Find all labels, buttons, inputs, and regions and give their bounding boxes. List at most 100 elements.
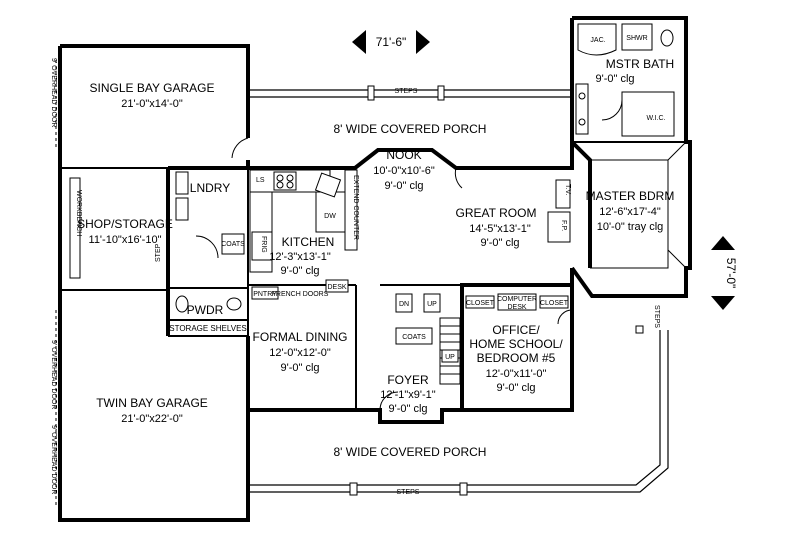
master-bedroom-name: MASTER BDRM	[586, 189, 675, 203]
width-dimension: 71'-6"	[352, 30, 430, 54]
jacuzzi	[577, 23, 617, 56]
fireplace	[547, 211, 571, 243]
rear-steps-label: STEPS	[395, 88, 418, 95]
depth-dimension: 57'-0"	[711, 236, 738, 310]
kitchen: LS FRIG DW EXTEND COUNTER KITCHEN 12'-3"…	[249, 169, 359, 300]
arrow-left-icon	[352, 30, 366, 54]
arrow-up-icon	[711, 236, 735, 250]
foyer: DN UP COATS UP FOYER 12'-1"x9'-1" 9'-0" …	[379, 293, 461, 415]
tv-label: T.V.	[564, 184, 571, 195]
shwr-label: SHWR	[626, 35, 647, 42]
coats-closet-foyer	[395, 327, 433, 345]
rear-porch: STEPS 8' WIDE COVERED PORCH	[247, 85, 570, 136]
arrow-right-icon	[416, 30, 430, 54]
closet-right-label: CLOSET	[540, 300, 569, 307]
coats-label-foyer: COATS	[402, 334, 426, 341]
closet-left	[465, 295, 495, 309]
formal-dining: FORMAL DINING 12'-0"x12'-0" 9'-0" clg	[253, 330, 348, 374]
laundry-name: LNDRY	[190, 181, 230, 195]
front-porch-label: 8' WIDE COVERED PORCH	[334, 445, 487, 459]
up-label-main: UP	[445, 354, 455, 361]
jac-label: JAC.	[590, 37, 605, 44]
closet-right	[539, 295, 569, 309]
stair-up-top	[423, 293, 441, 313]
great-room-name: GREAT ROOM	[456, 206, 537, 220]
coats-closet	[221, 233, 245, 255]
nook-name: NOOK	[386, 148, 421, 162]
wic-label: W.I.C.	[646, 115, 665, 122]
front-porch: STEPS 8' WIDE COVERED PORCH STEPS	[248, 305, 669, 496]
powder-name: PWDR	[187, 303, 224, 317]
pantry	[251, 286, 279, 300]
overhead-door-label-top: 9' OVERHEAD DOOR	[50, 58, 57, 127]
foyer-name: FOYER	[387, 373, 429, 387]
master-bedroom-size: 12'-6"x17'-4"	[599, 206, 661, 218]
rear-porch-label: 8' WIDE COVERED PORCH	[334, 122, 487, 136]
width-dimension-label: 71'-6"	[376, 35, 407, 49]
nook-ceiling: 9'-0" clg	[384, 180, 423, 192]
formal-dining-ceiling: 9'-0" clg	[280, 362, 319, 374]
step-label: STEP	[155, 243, 162, 262]
range	[273, 171, 297, 191]
side-steps-label: STEPS	[653, 305, 660, 328]
formal-dining-size: 12'-0"x12'-0"	[269, 347, 331, 359]
arrow-down-icon	[711, 296, 735, 310]
shop-name: SHOP/STORAGE	[77, 217, 173, 231]
overhead-door-label-low: 9' OVERHEAD DOOR	[50, 425, 57, 494]
dn-label: DN	[399, 301, 409, 308]
dw-label: DW	[324, 213, 336, 220]
depth-dimension-label: 57'-0"	[724, 258, 738, 289]
master-bath-name: MSTR BATH	[606, 57, 674, 71]
shop-size: 11'-10"x16'-10"	[89, 234, 162, 246]
single-garage-name: SINGLE BAY GARAGE	[90, 81, 215, 95]
pantry-label: PNTRY	[253, 291, 277, 298]
twin-garage-name: TWIN BAY GARAGE	[96, 396, 208, 410]
frig-label: FRIG	[260, 236, 267, 253]
office-name-1: OFFICE/	[492, 323, 540, 337]
kitchen-size: 12'-3"x13'-1"	[269, 251, 331, 263]
up-label-top: UP	[427, 301, 437, 308]
computer-desk-label-2: DESK	[507, 304, 526, 311]
desk-label: DESK	[327, 284, 346, 291]
garage-block: 9' OVERHEAD DOOR 9' OVERHEAD DOOR 9' OVE…	[50, 44, 250, 522]
formal-dining-name: FORMAL DINING	[253, 330, 348, 344]
fp-label: F.P.	[560, 220, 567, 231]
closet-left-label: CLOSET	[466, 300, 495, 307]
kitchen-ceiling: 9'-0" clg	[280, 265, 319, 277]
utility-block: COATS LNDRY PWDR STORAGE SHELVES	[166, 166, 248, 337]
computer-desk-label-1: COMPUTER	[497, 296, 537, 303]
master-bath-ceiling: 9'-0" clg	[595, 73, 634, 85]
nook-size: 10'-0"x10'-6"	[373, 165, 435, 177]
french-doors-label: FRENCH DOORS	[272, 291, 329, 298]
desk	[325, 279, 349, 293]
front-steps-label: STEPS	[397, 489, 420, 496]
office-ceiling: 9'-0" clg	[496, 382, 535, 394]
twin-garage-size: 21'-0"x22'-0"	[121, 413, 183, 425]
foyer-ceiling: 9'-0" clg	[388, 403, 427, 415]
computer-desk	[497, 293, 537, 311]
frig	[251, 231, 273, 261]
storage-shelves-label: STORAGE SHELVES	[169, 324, 247, 333]
walk-in-closet	[621, 91, 675, 137]
ls-label: LS	[256, 177, 265, 184]
coats-label-utility: COATS	[221, 241, 245, 248]
stair-down	[395, 293, 413, 313]
nook-great-room: NOOK 10'-0"x10'-6" 9'-0" clg GREAT ROOM …	[373, 148, 571, 249]
single-garage-size: 21'-0"x14'-0"	[121, 98, 183, 110]
master-suite: MASTER BDRM 12'-6"x17'-4" 10'-0" tray cl…	[570, 16, 692, 298]
office-name-2: HOME SCHOOL/	[469, 337, 563, 351]
office-size: 12'-0"x11'-0"	[486, 368, 547, 380]
shower	[621, 23, 653, 51]
kitchen-name: KITCHEN	[282, 235, 335, 249]
great-room-size: 14'-5"x13'-1"	[469, 223, 531, 235]
workbench	[69, 177, 81, 279]
great-room-ceiling: 9'-0" clg	[480, 237, 519, 249]
tv-cabinet	[555, 179, 571, 209]
workbench-label: WORKBENCH	[75, 190, 82, 236]
office: CLOSET COMPUTER DESK CLOSET OFFICE/ HOME…	[462, 283, 574, 412]
master-bedroom-ceiling: 10'-0" tray clg	[597, 221, 664, 233]
overhead-door-label-mid: 9' OVERHEAD DOOR	[50, 340, 57, 409]
extend-counter-label: EXTEND COUNTER	[352, 175, 359, 240]
office-name-3: BEDROOM #5	[477, 351, 556, 365]
